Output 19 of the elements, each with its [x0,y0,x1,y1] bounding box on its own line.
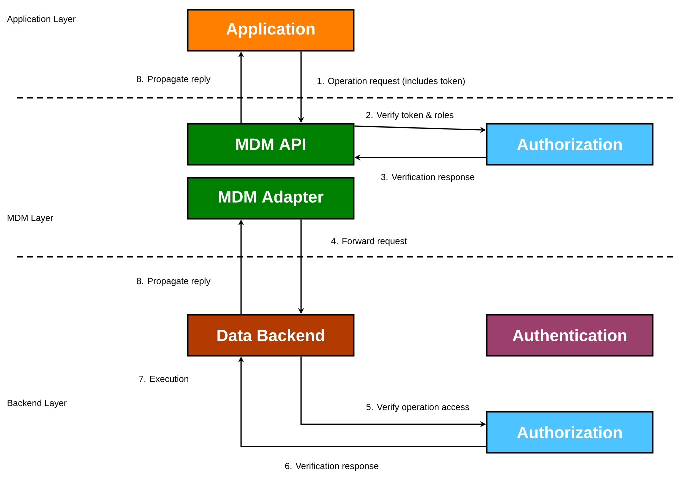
edge-label: 3. Verification response [381,174,475,182]
step-label: 7. Execution [139,376,188,382]
component-box: Application [187,9,355,52]
layer-label: MDM Layer [8,214,54,223]
layer-label: Backend Layer [8,400,67,408]
edge-label: 8. Propagate reply [137,278,211,286]
component-box: Authorization [486,411,654,454]
component-box: Data Backend [187,314,355,357]
component-box: Authorization [486,123,654,166]
edge-label: 5. Verify operation access [366,404,470,412]
edge-label: 2. Verify token & roles [366,112,454,120]
component-box: MDM Adapter [187,177,355,220]
edge-label: 6. Verification response [285,462,379,472]
edge-label: 4. Forward request [331,238,408,246]
component-box: MDM API [187,123,355,166]
edge-label: 8. Propagate reply [137,76,211,84]
component-box: Authentication [486,314,654,357]
edge-label: 1. Operation request (includes token) [318,78,465,86]
layer-label: Application Layer [7,16,76,24]
